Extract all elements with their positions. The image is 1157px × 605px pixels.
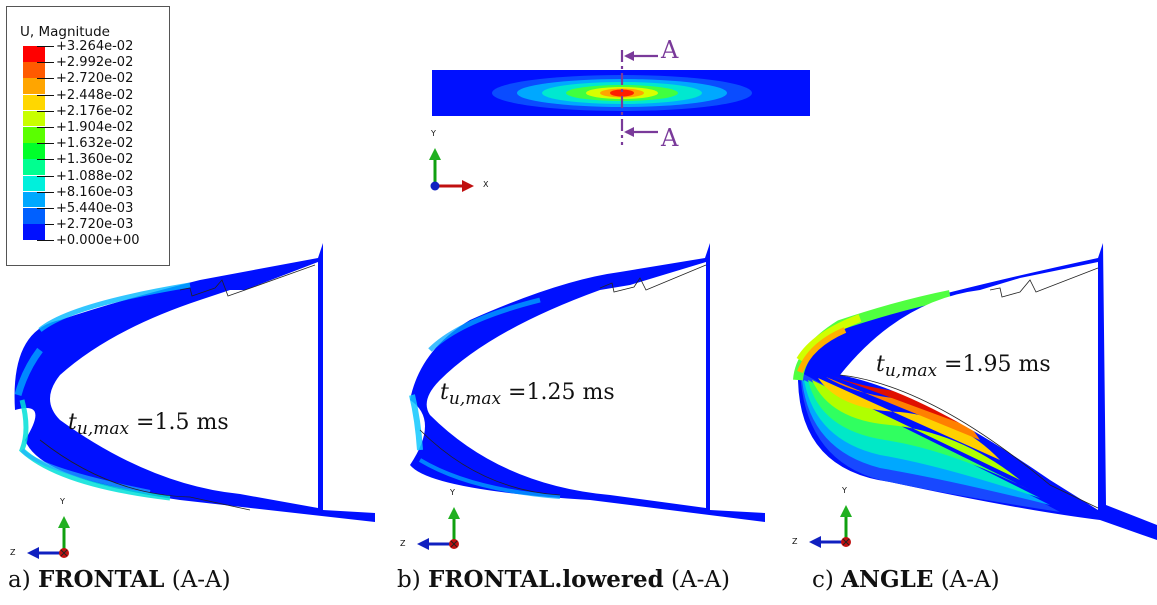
time-annotation-a: tu,max =1.5 ms — [68, 410, 229, 439]
legend-tick — [37, 127, 54, 128]
legend-value-label: +3.264e-02 — [56, 39, 134, 54]
legend-value-label: +2.176e-02 — [56, 103, 134, 119]
legend-tick — [37, 175, 54, 177]
legend-value-label: +2.720e-03 — [56, 217, 134, 233]
legend-swatch — [23, 94, 45, 111]
legend-swatch — [23, 208, 45, 224]
legend-value-label: +2.448e-02 — [56, 87, 134, 103]
xy-axis-triad — [429, 148, 474, 192]
zy-axis-triad-c — [809, 505, 852, 548]
legend-value-label: +1.360e-02 — [56, 152, 134, 168]
axis-label-x-top: X — [483, 180, 489, 189]
legend-tick — [37, 224, 54, 226]
axis-label-z-c: Z — [792, 537, 798, 546]
legend-value-label: +5.440e-03 — [56, 201, 134, 216]
legend-swatch — [23, 78, 45, 94]
contour-legend: U, Magnitude +3.264e-02+2.992e-02+2.720e… — [6, 6, 170, 266]
time-annotation-c: tu,max =1.95 ms — [876, 352, 1051, 381]
legend-title: U, Magnitude — [20, 24, 110, 40]
legend-value-label: +1.904e-02 — [56, 120, 134, 135]
legend-tick — [37, 208, 54, 209]
legend-value-label: +0.000e+00 — [56, 233, 140, 249]
legend-swatch — [23, 159, 45, 175]
legend-value-label: +2.992e-02 — [56, 55, 134, 71]
legend-value-label: +1.632e-02 — [56, 136, 134, 152]
axis-label-z-b: Z — [400, 539, 406, 548]
legend-swatch — [23, 127, 45, 143]
legend-tick — [37, 191, 54, 193]
legend-swatch — [23, 224, 45, 240]
legend-swatch — [23, 143, 45, 159]
section-label-top: A — [661, 36, 679, 64]
panel-b-section — [409, 243, 765, 522]
panel-c-section — [793, 243, 1157, 540]
legend-tick — [37, 62, 54, 64]
legend-tick — [37, 94, 54, 96]
legend-tick — [37, 240, 54, 242]
legend-swatch — [23, 110, 45, 127]
legend-value-label: +2.720e-02 — [56, 71, 134, 87]
section-label-bottom: A — [661, 124, 679, 152]
time-annotation-b: tu,max =1.25 ms — [440, 380, 615, 409]
zy-axis-triad-b — [417, 507, 460, 550]
legend-tick — [37, 46, 54, 47]
caption-a: a) FRONTAL (A-A) — [8, 566, 231, 593]
axis-label-z-a: Z — [10, 548, 16, 557]
axis-label-y-c: Y — [842, 486, 847, 495]
legend-tick — [37, 143, 54, 145]
legend-tick — [37, 110, 54, 112]
legend-swatch — [23, 191, 45, 208]
legend-swatch — [23, 62, 45, 78]
axis-label-y-b: Y — [450, 488, 455, 497]
legend-value-label: +8.160e-03 — [56, 184, 134, 200]
legend-tick — [37, 78, 54, 80]
caption-c: c) ANGLE (A-A) — [812, 566, 1000, 593]
panel-a-section — [14, 243, 376, 522]
caption-b: b) FRONTAL.lowered (A-A) — [397, 566, 730, 593]
legend-swatch — [23, 46, 45, 62]
axis-label-y-a: Y — [60, 497, 65, 506]
legend-tick — [37, 159, 54, 161]
zy-axis-triad-a — [27, 516, 70, 559]
axis-label-y-top: Y — [431, 129, 436, 138]
section-line-a-a — [620, 50, 658, 145]
legend-swatch — [23, 175, 45, 192]
legend-value-label: +1.088e-02 — [56, 168, 134, 184]
